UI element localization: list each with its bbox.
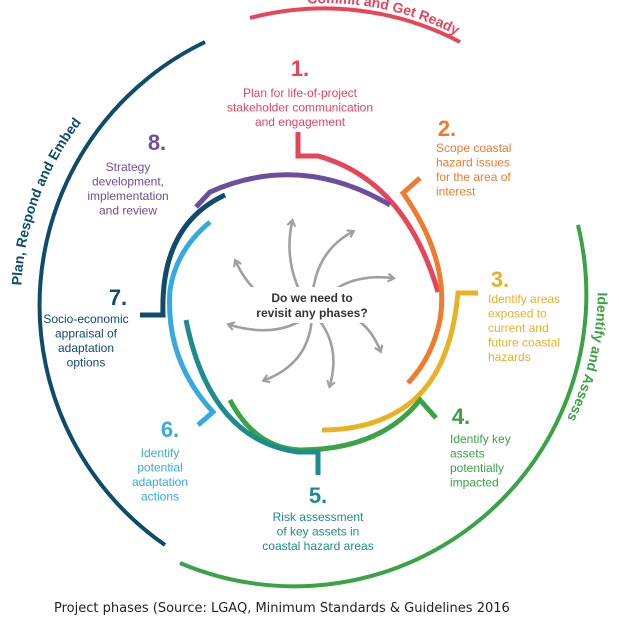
phase-7-number: 7.: [109, 285, 127, 310]
phase-5-description-line: of key assets in: [277, 525, 360, 539]
phase-3-description-line: current and: [488, 321, 549, 335]
phase-3-number: 3.: [491, 267, 509, 292]
center-question: Do we need to revisit any phases?: [250, 287, 374, 323]
phase-2-segment: [399, 176, 445, 385]
outer-ring: [37, 6, 589, 589]
phase-7-description-line: Socio-economic: [43, 312, 128, 326]
phase-8-segment: [194, 172, 392, 209]
phase-6-number: 6.: [161, 417, 179, 442]
center-question-line-2: revisit any phases?: [256, 306, 367, 320]
phase-1-segment: [295, 132, 441, 293]
phase-2-description-line: hazard issues: [436, 156, 510, 170]
phase-1-description-line: stakeholder communication: [227, 101, 373, 115]
phase-5-number: 5.: [309, 483, 327, 508]
phase-1-description-line: Plan for life-of-project: [243, 86, 358, 100]
phase-7-description-line: adaptation: [58, 341, 114, 355]
phase-6-description-line: Identify: [141, 446, 180, 460]
outer-arc-commit: [249, 6, 461, 44]
phase-4-description-line: Identify key: [450, 432, 511, 446]
phase-3-description-line: future coastal: [488, 336, 560, 350]
phase-3-description-line: exposed to: [488, 307, 547, 321]
phase-7-description-line: appraisal of: [55, 327, 118, 341]
phase-3-description-line: Identify areas: [488, 292, 560, 306]
phase-6-segment: [167, 220, 217, 427]
phase-8-description-line: implementation: [87, 189, 168, 203]
phase-2-number: 2.: [438, 116, 456, 141]
phase-2-description-line: for the area of: [436, 170, 511, 184]
phase-8-description-line: development,: [92, 175, 164, 189]
phase-7-segment: [140, 192, 227, 318]
phase-8-description-line: and review: [99, 204, 157, 218]
phase-5-description-line: Risk assessment: [273, 510, 364, 524]
phase-4-number: 4.: [452, 404, 470, 429]
phase-6-description-line: adaptation: [132, 475, 188, 489]
label-plan-respond-embed: Plan, Respond and Embed: [8, 114, 84, 285]
phase-6-description-line: potential: [137, 461, 182, 475]
phase-2-description-line: interest: [436, 185, 476, 199]
phase-8-description-line: Strategy: [106, 160, 151, 174]
phase-3-segment: [321, 290, 478, 433]
outer-arc-identify: [179, 224, 589, 589]
phase-6-description-line: actions: [141, 490, 179, 504]
phase-8-number: 8.: [148, 130, 166, 155]
phase-3-description-line: hazards: [488, 350, 531, 364]
phase-2-description-line: Scope coastal: [436, 141, 511, 155]
phase-7-description-line: options: [67, 356, 106, 370]
phase-ring: [140, 132, 478, 475]
phase-5-segment: [183, 319, 321, 475]
center-question-line-1: Do we need to: [271, 291, 352, 305]
phase-1-number: 1.: [291, 56, 309, 81]
phase-4-description-line: assets: [450, 447, 485, 461]
phase-5-description-line: coastal hazard areas: [262, 539, 373, 553]
phase-4-description-line: potentially: [450, 461, 504, 475]
figure-caption: Project phases (Source: LGAQ, Minimum St…: [54, 601, 510, 616]
phase-4-description-line: impacted: [450, 476, 499, 490]
outer-arc-plan: [37, 40, 206, 547]
phase-1-description-line: and engagement: [255, 115, 346, 129]
